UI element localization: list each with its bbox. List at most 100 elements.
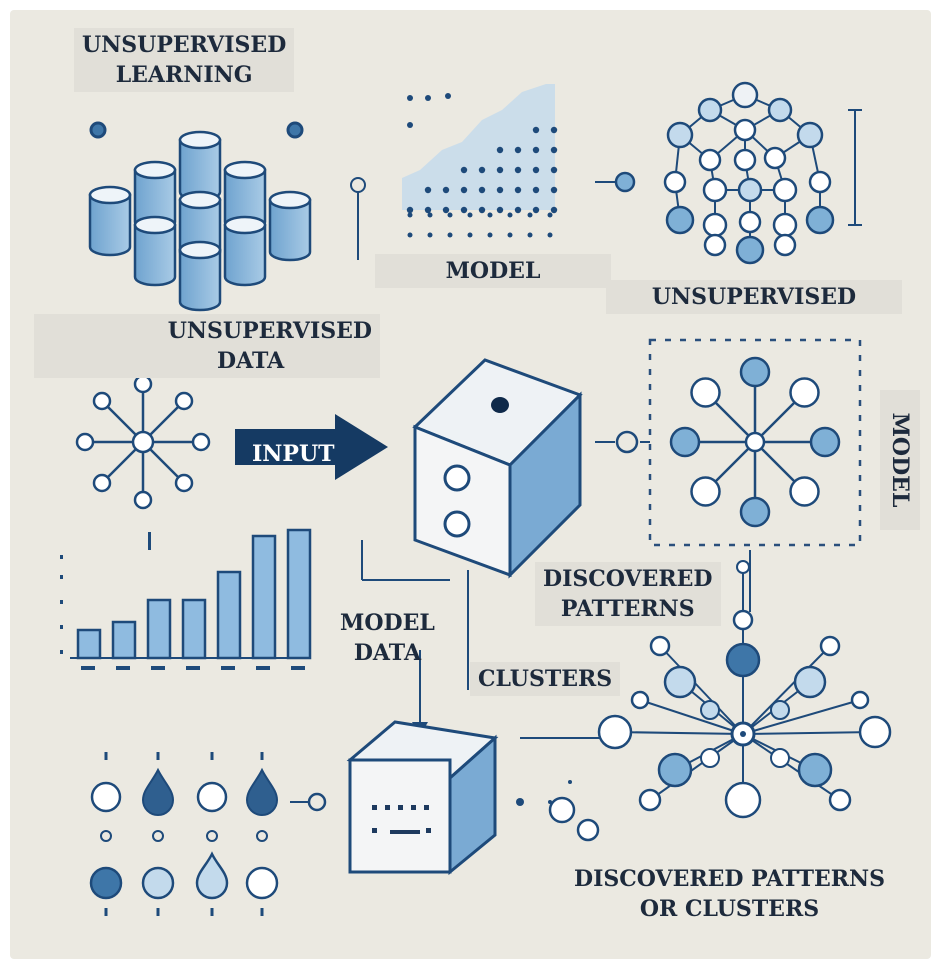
chart-dot: [442, 186, 450, 194]
net-node: [772, 177, 798, 203]
input-arrow: [235, 414, 388, 480]
bar-tick-label: [186, 666, 200, 670]
chart-dot: [487, 232, 493, 238]
chart-dot: [407, 122, 413, 128]
chart-dot: [447, 212, 453, 218]
star-leaf: [739, 496, 771, 528]
net-node: [733, 148, 757, 172]
label-line-1: DISCOVERED PATTERNS: [574, 866, 885, 892]
drop-circle: [89, 866, 123, 900]
star-leaf: [92, 391, 112, 411]
bar: [76, 628, 102, 660]
cylinder-top: [178, 240, 222, 260]
label-line-2: DATA: [217, 348, 285, 374]
cluster-node: [724, 781, 762, 819]
axis-tick: [148, 532, 151, 550]
drop-stem: [156, 752, 160, 760]
cylinder-top: [223, 215, 267, 235]
net-node: [702, 177, 728, 203]
cylinder: [133, 223, 177, 287]
cluster-edge: [649, 733, 744, 801]
chart-dot: [514, 186, 522, 194]
bar: [216, 570, 242, 660]
model-cube-icon: [412, 358, 583, 579]
cylinder-top: [88, 185, 132, 205]
cylinder-top: [178, 190, 222, 210]
droplet-icon: [195, 851, 229, 900]
cluster-edge: [742, 645, 831, 735]
label-model-side: MODEL: [880, 390, 920, 530]
drop-stem: [260, 752, 264, 760]
cluster-node: [725, 642, 761, 678]
chart-dot: [496, 206, 504, 214]
star-network-icon: [669, 356, 841, 528]
drop-circle: [90, 781, 122, 813]
net-node: [735, 235, 765, 265]
small-node: [548, 796, 576, 824]
bar-tick-label: [221, 666, 235, 670]
chart-dot: [514, 206, 522, 214]
cluster-node: [797, 752, 833, 788]
cluster-node: [793, 665, 827, 699]
net-node: [698, 148, 722, 172]
label-line-1: MODEL: [340, 610, 435, 636]
chart-dot: [478, 206, 486, 214]
chart-dot: [407, 95, 413, 101]
small-node: [614, 171, 636, 193]
chart-dot: [460, 206, 468, 214]
chart-dot: [467, 232, 473, 238]
star-leaf: [690, 377, 721, 408]
star-network-icon: [75, 374, 211, 510]
network-graph-icon: [663, 81, 835, 265]
bar-tick-label: [81, 666, 95, 670]
small-ring: [100, 830, 112, 842]
net-node: [731, 81, 759, 109]
chart-dot: [527, 232, 533, 238]
bar-chart-icon: [60, 528, 312, 670]
small-node: [89, 121, 107, 139]
title-line-2: LEARNING: [115, 62, 253, 88]
cylinder: [268, 198, 312, 262]
cluster-edge: [614, 731, 744, 735]
label-discovered-patterns-or-clusters: DISCOVERED PATTERNS OR CLUSTERS: [566, 862, 893, 926]
title-line-1: UNSUPERVISED: [82, 32, 287, 58]
chart-dot: [547, 232, 553, 238]
net-node: [697, 97, 723, 123]
net-node: [796, 121, 824, 149]
chart-dot: [447, 232, 453, 238]
chart-dot: [547, 212, 553, 218]
bar-tick-label: [116, 666, 130, 670]
cylinder-top: [178, 130, 222, 150]
cluster-node: [597, 714, 633, 750]
label-line-1: DISCOVERED: [543, 566, 713, 592]
net-node: [767, 97, 793, 123]
cylinder-top: [223, 160, 267, 180]
chart-dot: [532, 186, 540, 194]
chart-dot: [442, 206, 450, 214]
drop-circle: [196, 781, 228, 813]
axis-tick: [60, 650, 63, 654]
net-node: [763, 146, 787, 170]
net-node: [805, 205, 835, 235]
cluster-edge: [659, 645, 744, 735]
chart-dot: [407, 232, 413, 238]
star-leaf: [690, 476, 721, 507]
star-hub: [744, 431, 766, 453]
drop-stem: [210, 752, 214, 760]
cluster-node: [770, 700, 790, 720]
cluster-node: [663, 665, 697, 699]
axis-tick: [60, 625, 63, 629]
star-leaf: [789, 377, 820, 408]
input-arrow-label: INPUT: [252, 441, 335, 467]
chart-dot: [424, 186, 432, 194]
cluster-node: [649, 635, 671, 657]
cluster-node: [700, 748, 720, 768]
cylinder-top: [268, 190, 312, 210]
net-node: [772, 212, 798, 238]
cylinder-top: [133, 160, 177, 180]
chart-dot: [550, 206, 558, 214]
small-node: [307, 792, 327, 812]
chart-dot: [460, 166, 468, 174]
drop-circle: [141, 866, 175, 900]
label-line-2: PATTERNS: [560, 596, 695, 622]
